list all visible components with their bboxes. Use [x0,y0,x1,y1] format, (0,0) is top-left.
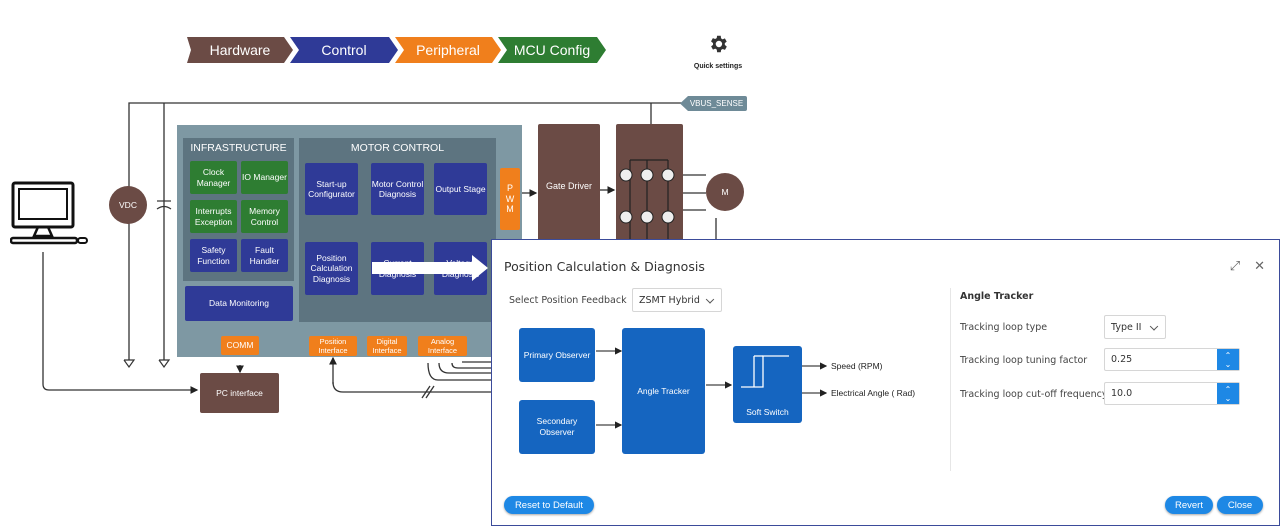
tuning-factor-input[interactable]: 0.25 ⌃⌄ [1104,348,1240,371]
electrical-angle-output-label: Electrical Angle ( Rad) [831,388,916,398]
output-stage-block[interactable]: Output Stage [434,163,487,215]
loop-type-label: Tracking loop type [960,322,1048,333]
comm-block[interactable]: COMM [221,336,259,355]
position-calculation-diagnosis-block[interactable]: Position Calculation Diagnosis [305,242,358,295]
chevron-down-icon[interactable]: ⌄ [1224,393,1232,403]
motor-control-title: MOTOR CONTROL [350,142,445,154]
soft-switch-block[interactable]: Soft Switch [733,346,802,423]
observer-diagram-wires [596,347,828,429]
chevron-down-icon[interactable]: ⌄ [1224,359,1232,369]
breadcrumb-hardware[interactable]: Hardware [187,37,293,63]
motor-block[interactable]: M [706,173,744,211]
close-button[interactable]: Close [1217,496,1263,514]
safety-function-block[interactable]: Safety Function [190,239,237,272]
pc-interface-block[interactable]: PC interface [200,373,279,413]
selection-arrow-icon [372,255,488,281]
reset-to-default-button[interactable]: Reset to Default [504,496,594,514]
chevron-up-icon[interactable]: ⌃ [1224,350,1232,360]
quick-settings-label: Quick settings [693,63,743,70]
hysteresis-icon [741,355,789,388]
motor-control-diagnosis-block[interactable]: Motor Control Diagnosis [371,163,424,215]
tuning-factor-stepper[interactable]: ⌃⌄ [1217,349,1239,370]
feedback-select-value: ZSMT Hybrid [639,294,700,306]
vdc-source: VDC [109,186,147,224]
close-icon[interactable]: ✕ [1254,258,1265,273]
gear-icon [711,35,727,53]
analog-interface-block[interactable]: Analog Interface [418,336,467,356]
tuning-factor-label: Tracking loop tuning factor [960,355,1088,366]
feedback-select[interactable]: ZSMT Hybrid [632,288,722,312]
primary-observer-block[interactable]: Primary Observer [519,328,595,382]
vbus-sense-label: VBUS_SENSE [680,96,747,111]
cutoff-frequency-label: Tracking loop cut-off frequency [960,389,1108,400]
secondary-observer-block[interactable]: Secondary Observer [519,400,595,454]
cutoff-frequency-input[interactable]: 10.0 ⌃⌄ [1104,382,1240,405]
section-divider [950,288,951,471]
interrupts-exception-block[interactable]: Interrupts Exception [190,200,237,233]
digital-interface-block[interactable]: Digital Interface [367,336,407,356]
gate-driver-block[interactable]: Gate Driver [538,124,600,249]
breadcrumb-peripheral[interactable]: Peripheral [395,37,501,63]
loop-type-value: Type II [1111,321,1142,333]
computer-icon [10,181,88,245]
breadcrumb-mcu-config[interactable]: MCU Config [498,37,606,63]
chevron-down-icon [1149,322,1159,331]
memory-control-block[interactable]: Memory Control [241,200,288,233]
clock-manager-block[interactable]: Clock Manager [190,161,237,194]
feedback-label: Select Position Feedback [509,295,627,306]
quick-settings-button[interactable]: Quick settings [692,33,744,70]
tuning-factor-value: 0.25 [1111,354,1133,365]
inverter-switches [619,159,675,249]
revert-button[interactable]: Revert [1165,496,1213,514]
infrastructure-title: INFRASTRUCTURE [190,142,287,154]
dialog-title: Position Calculation & Diagnosis [504,259,705,274]
angle-tracker-block[interactable]: Angle Tracker [622,328,705,454]
position-calculation-dialog: Position Calculation & Diagnosis ⤢ ✕ Sel… [491,239,1280,526]
startup-configurator-block[interactable]: Start-up Configurator [305,163,358,215]
position-interface-block[interactable]: Position Interface [309,336,357,356]
data-monitoring-block[interactable]: Data Monitoring [185,286,293,321]
cutoff-frequency-stepper[interactable]: ⌃⌄ [1217,383,1239,404]
fault-handler-block[interactable]: Fault Handler [241,239,288,272]
breadcrumb-control[interactable]: Control [290,37,398,63]
angle-tracker-title: Angle Tracker [960,291,1034,302]
loop-type-select[interactable]: Type II [1104,315,1166,339]
chevron-up-icon[interactable]: ⌃ [1224,384,1232,394]
cutoff-frequency-value: 10.0 [1111,388,1133,399]
inverter-block [616,124,683,249]
io-manager-block[interactable]: IO Manager [241,161,288,194]
speed-output-label: Speed (RPM) [831,361,883,371]
expand-icon[interactable]: ⤢ [1229,258,1241,273]
pwm-block[interactable]: P W M [500,168,520,230]
